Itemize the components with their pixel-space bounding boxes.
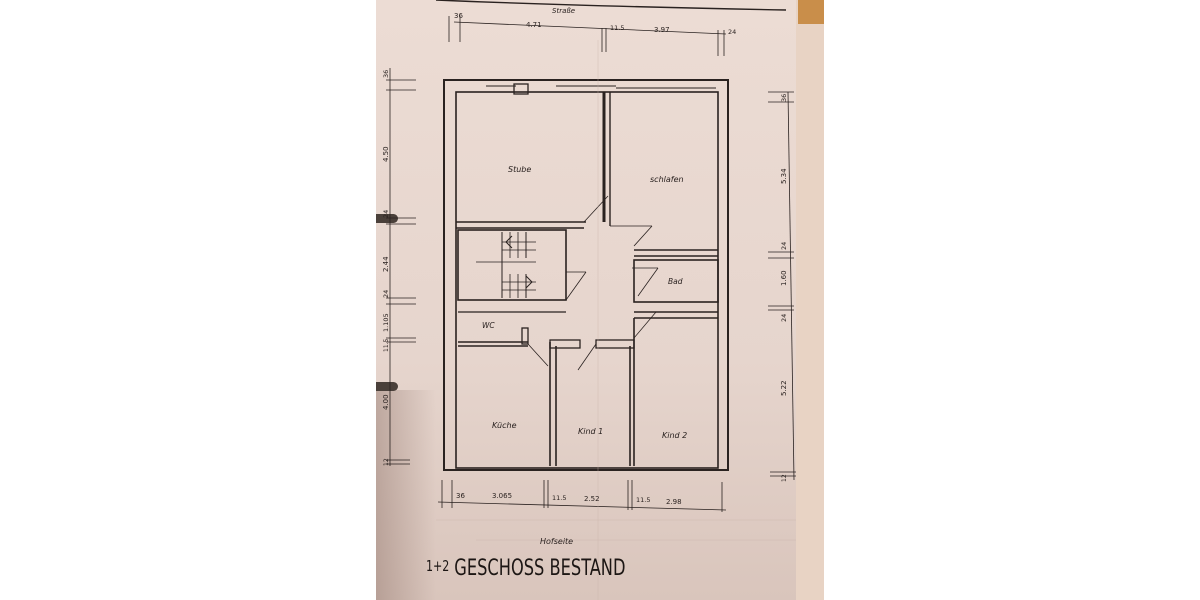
svg-text:2.52: 2.52 xyxy=(584,495,600,503)
svg-text:5.22: 5.22 xyxy=(780,380,788,396)
floor-plan-drawing: 36 4.71 11.5 3.97 24 Straße 36 3.065 11.… xyxy=(382,0,796,600)
svg-text:11.5: 11.5 xyxy=(636,496,650,504)
svg-text:24: 24 xyxy=(728,28,736,36)
svg-text:36: 36 xyxy=(454,12,463,20)
room-label-wc: WC xyxy=(482,321,495,330)
room-label-stube: Stube xyxy=(508,165,531,174)
room-label-kind1: Kind 1 xyxy=(578,427,603,436)
svg-text:24: 24 xyxy=(382,290,390,298)
svg-text:24: 24 xyxy=(382,210,390,218)
svg-text:4.50: 4.50 xyxy=(382,146,390,162)
floor-plan-photo: 36 4.71 11.5 3.97 24 Straße 36 3.065 11.… xyxy=(376,0,824,600)
street-line xyxy=(435,0,787,11)
svg-text:Hofseite: Hofseite xyxy=(540,537,573,546)
adjacent-sheet xyxy=(796,0,824,600)
svg-text:11.5: 11.5 xyxy=(552,494,566,502)
paper-sheet xyxy=(376,0,796,600)
outer-wall xyxy=(443,79,729,471)
svg-text:2.44: 2.44 xyxy=(382,256,390,272)
svg-text:Straße: Straße xyxy=(552,7,575,15)
svg-text:24: 24 xyxy=(780,314,788,322)
svg-text:3.97: 3.97 xyxy=(654,26,670,34)
svg-text:2.98: 2.98 xyxy=(666,498,682,506)
svg-text:12: 12 xyxy=(781,474,788,482)
svg-text:11.5: 11.5 xyxy=(383,338,390,352)
svg-text:36: 36 xyxy=(382,70,390,78)
svg-text:5.34: 5.34 xyxy=(780,168,788,184)
binder-ring-icon xyxy=(376,382,398,391)
svg-text:1.60: 1.60 xyxy=(780,270,788,286)
svg-text:24: 24 xyxy=(780,242,788,250)
svg-text:3.065: 3.065 xyxy=(492,492,512,500)
room-label-bad: Bad xyxy=(668,277,683,286)
floor-number: 1+2 xyxy=(426,557,450,575)
shadow xyxy=(376,390,436,600)
svg-text:11.5: 11.5 xyxy=(610,24,624,32)
table-surface xyxy=(798,0,824,24)
svg-text:36: 36 xyxy=(780,94,788,102)
svg-text:4.00: 4.00 xyxy=(382,394,390,410)
room-label-kind2: Kind 2 xyxy=(662,431,687,440)
room-label-schlafen: schlafen xyxy=(650,175,684,184)
svg-text:4.71: 4.71 xyxy=(526,21,542,29)
svg-text:12: 12 xyxy=(383,458,390,466)
binder-ring-icon xyxy=(376,214,398,223)
svg-text:36: 36 xyxy=(456,492,465,500)
title-text: GESCHOSS BESTAND xyxy=(454,556,626,581)
room-label-kueche: Küche xyxy=(492,421,517,430)
svg-text:1.105: 1.105 xyxy=(382,313,390,332)
